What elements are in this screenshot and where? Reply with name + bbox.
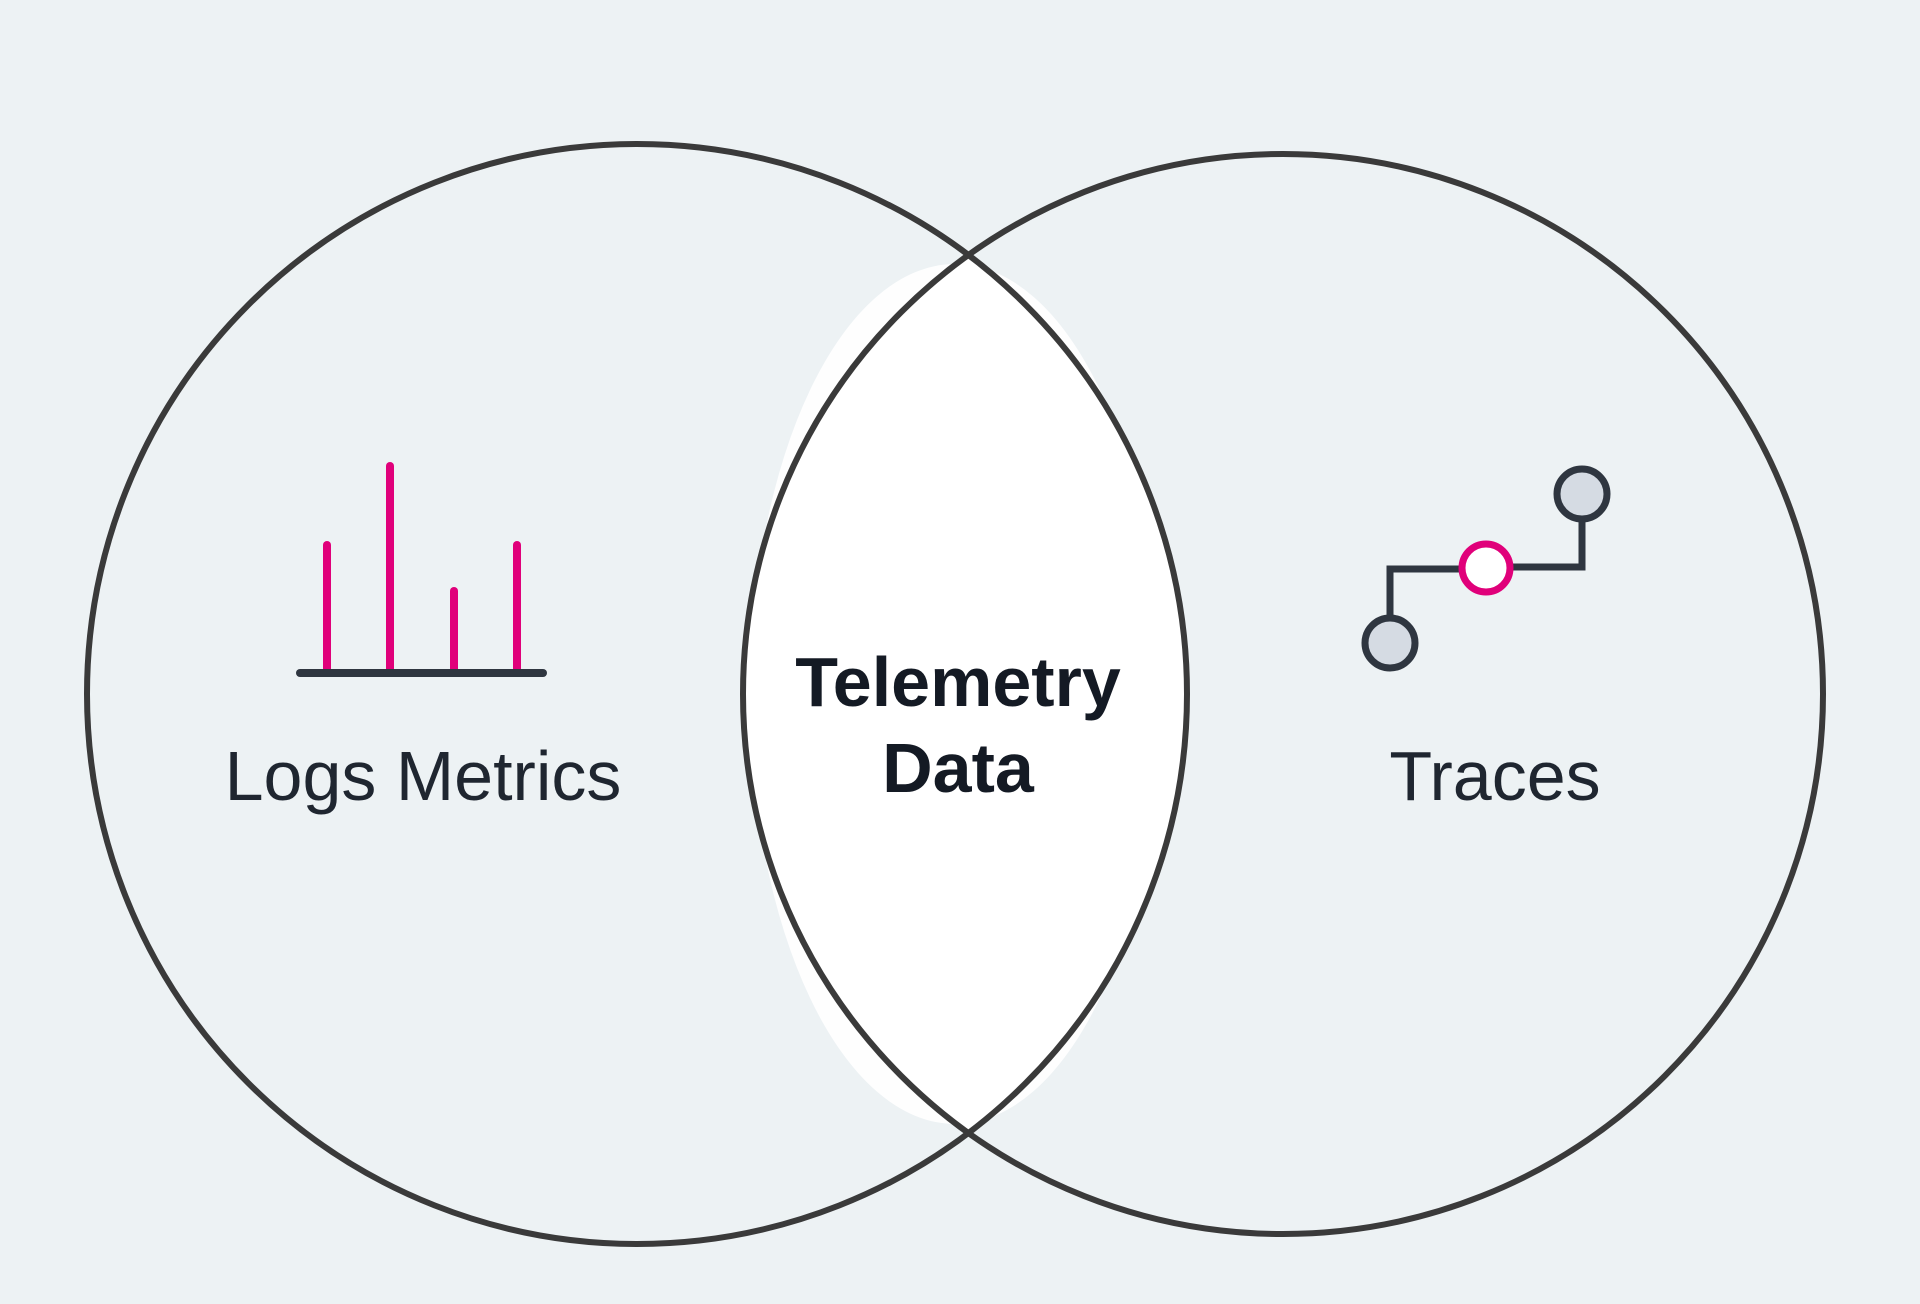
intersection-lens bbox=[743, 154, 1187, 1234]
trace-node-start bbox=[1361, 614, 1419, 672]
trace-node-end bbox=[1553, 465, 1611, 523]
trace-path-icon bbox=[1361, 465, 1611, 672]
bar-chart-icon bbox=[296, 462, 547, 677]
left-set-circle bbox=[84, 141, 1190, 1247]
intersection-label-line-2: Data bbox=[882, 729, 1035, 807]
trace-node-middle bbox=[1458, 540, 1514, 596]
right-set-circle bbox=[740, 151, 1826, 1237]
right-set-label: Traces bbox=[1389, 737, 1600, 815]
intersection-label-line-1: Telemetry bbox=[795, 643, 1121, 721]
left-set-label: Logs Metrics bbox=[225, 737, 622, 815]
trace-segment-2 bbox=[1512, 518, 1586, 571]
